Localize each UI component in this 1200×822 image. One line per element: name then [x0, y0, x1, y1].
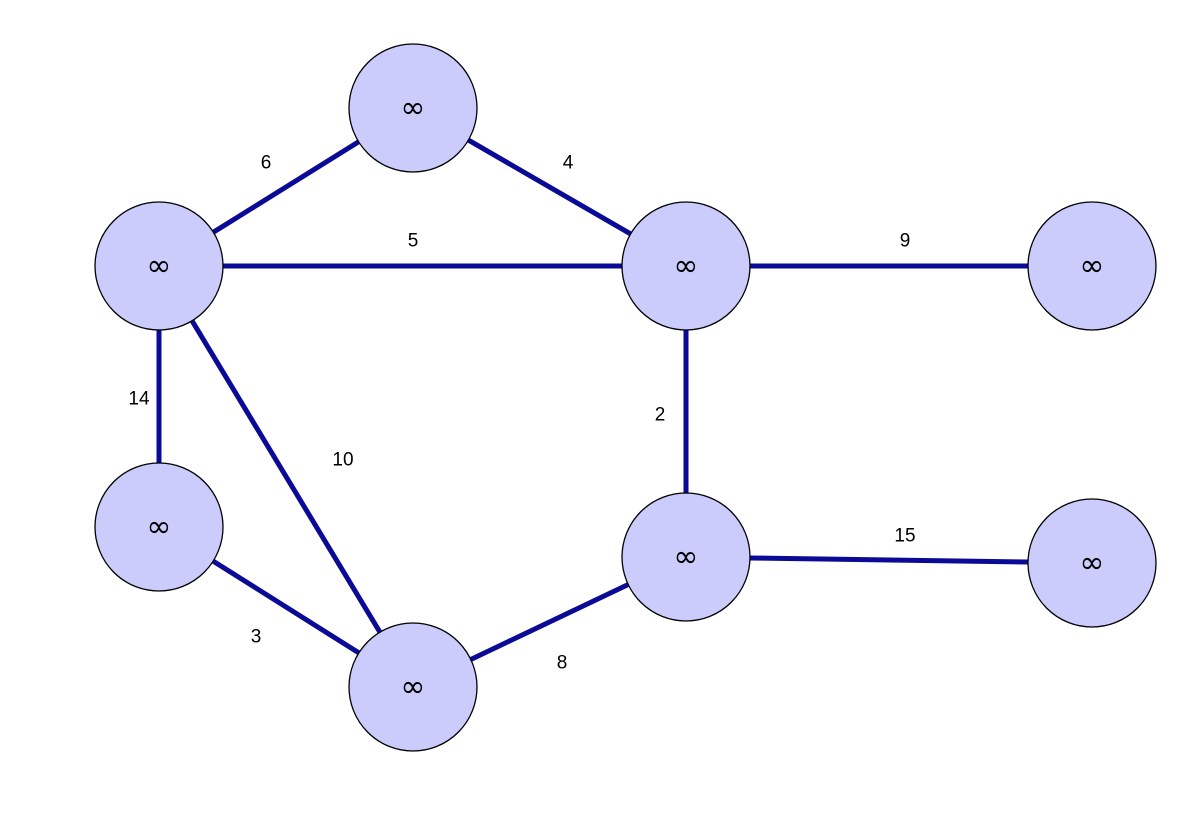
edge-weight-label: 9: [900, 231, 911, 252]
edges-layer: [156, 137, 1029, 662]
edge-weight-label: 15: [894, 526, 915, 547]
node-circle: [94, 462, 224, 592]
node-distance-label: ∞: [401, 670, 426, 705]
edge-left-bottom: [189, 319, 383, 634]
node-circle: [621, 492, 751, 622]
edge-weight-label: 8: [557, 653, 568, 674]
edge-weight-label: 10: [332, 450, 353, 471]
node-circle: [1027, 498, 1157, 628]
node-distance-label: ∞: [1080, 546, 1105, 581]
edge-weight-label: 3: [251, 627, 262, 648]
edge-weight-label: 5: [408, 231, 419, 252]
edge-weight-label: 14: [128, 389, 150, 410]
edge-top-center: [467, 137, 632, 237]
node-bottom: ∞: [348, 622, 478, 752]
edge-weight-label: 2: [655, 405, 666, 426]
node-center-bottom: ∞: [621, 492, 751, 622]
node-center: ∞: [621, 201, 751, 331]
node-distance-label: ∞: [147, 510, 172, 545]
node-circle: [621, 201, 751, 331]
node-left-bottom: ∞: [94, 462, 224, 592]
node-right-bottom: ∞: [1027, 498, 1157, 628]
node-left: ∞: [94, 201, 224, 331]
edge-center-bottom-right-bottom: [749, 555, 1029, 565]
node-circle: [348, 43, 478, 173]
node-distance-label: ∞: [401, 91, 426, 126]
edge-weight-label: 4: [563, 153, 574, 174]
node-circle: [348, 622, 478, 752]
edge-left-bottom-bottom: [211, 558, 361, 656]
node-circle: [1027, 201, 1157, 331]
node-distance-label: ∞: [1080, 249, 1105, 284]
node-distance-label: ∞: [147, 249, 172, 284]
node-distance-label: ∞: [674, 249, 699, 284]
node-circle: [94, 201, 224, 331]
nodes-layer: ∞ ∞ ∞ ∞ ∞ ∞ ∞ ∞: [94, 43, 1157, 752]
edge-bottom-center-bottom: [469, 582, 630, 662]
node-right-top: ∞: [1027, 201, 1157, 331]
node-distance-label: ∞: [674, 540, 699, 575]
edge-left-top: [212, 139, 360, 235]
node-top: ∞: [348, 43, 478, 173]
edge-weight-label: 6: [261, 153, 272, 174]
edge-weights-layer: 6 4 5 9 14 10 2 3 8 15: [128, 153, 915, 674]
